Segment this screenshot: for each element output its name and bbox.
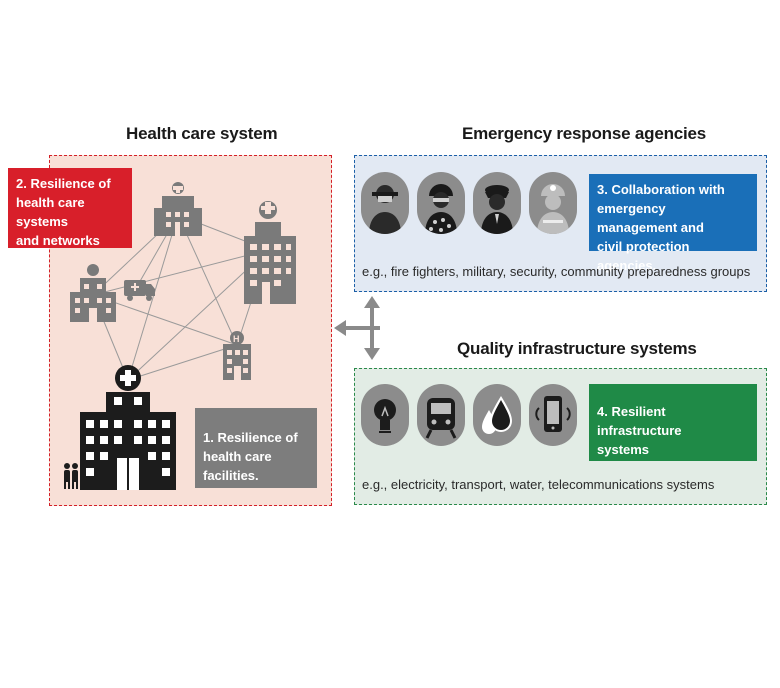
collaboration-box: 3. Collaboration with emergency manageme… [589,174,757,273]
miner-icon [529,172,577,234]
box1-line2: health care facilities. [203,449,272,483]
clinic-icon [70,264,116,322]
resilience-facilities-box: 1. Resilience of health care facilities. [195,408,317,488]
small-hospital-icon [154,182,202,236]
police-icon [473,172,521,234]
emergency-caption: e.g., fire fighters, military, security,… [362,264,751,279]
infrastructure-caption: e.g., electricity, transport, water, tel… [362,477,715,492]
connection-arrows-icon [334,296,380,360]
firefighter-icon [361,172,409,234]
water-drop-icon [473,384,521,446]
box2-line2: health care systems [16,195,85,229]
resilience-networks-box: 2. Resilience of health care systems and… [8,168,132,248]
box4-line2: systems [597,442,650,457]
box3-line1: 3. Collaboration with [597,182,725,197]
emergency-response-title: Emergency response agencies [462,124,707,143]
people-icon [64,463,78,489]
svg-text:H: H [233,334,240,344]
quality-infrastructure-title: Quality infrastructure systems [457,339,697,358]
lightbulb-icon [361,384,409,446]
h-building-icon: H [223,331,251,380]
box3-line2: emergency management and [597,201,704,235]
military-icon [417,172,465,234]
tall-hospital-icon [244,201,296,304]
box2-line3: and networks [16,233,100,248]
ambulance-icon [124,280,155,301]
box1-line1: 1. Resilience of [203,430,298,445]
train-icon [417,384,465,446]
resilient-infrastructure-box: 4. Resilient infrastructure systems [589,384,757,461]
box4-line1: 4. Resilient infrastructure [597,404,682,438]
health-care-system-title: Health care system [126,124,278,143]
large-hospital-icon [80,365,176,490]
mobile-phone-icon [529,384,577,446]
box2-line1: 2. Resilience of [16,176,111,191]
box3-line3: civil protection agencies. [597,239,690,273]
